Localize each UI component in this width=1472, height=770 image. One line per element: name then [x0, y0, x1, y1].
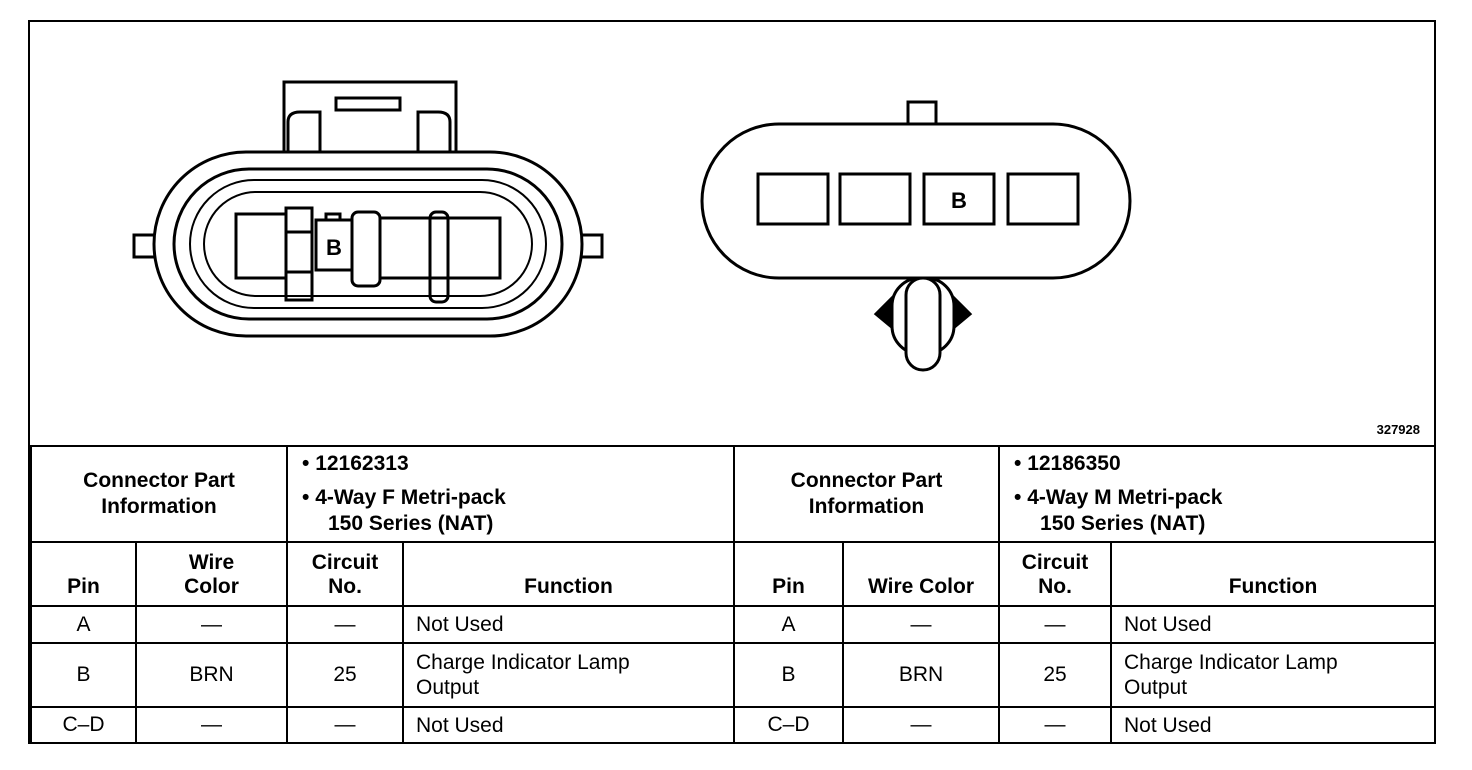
pin-cell: C–D: [30, 706, 137, 744]
connector-drawings: B B: [132, 80, 1132, 372]
connector1-part-info: • 12162313 • 4-Way F Metri-pack 150 Seri…: [285, 445, 736, 543]
function-cell: Not Used: [401, 706, 736, 744]
wire-color-cell: BRN: [135, 642, 288, 708]
table-row: C–D — — Not Used C–D — — Not Used: [30, 706, 1437, 744]
col-function-header: Function: [401, 541, 736, 607]
male-pin-b-label: B: [951, 188, 967, 213]
circuit-cell: —: [998, 605, 1113, 644]
female-connector-drawing: [132, 80, 604, 338]
connector2-info-label: Connector Part Information: [733, 445, 1001, 543]
pin-cell: C–D: [733, 706, 845, 744]
connector-table: Connector Part Information • 12162313 • …: [30, 445, 1437, 744]
connector2-part-info: • 12186350 • 4-Way M Metri-pack 150 Seri…: [998, 445, 1437, 543]
col-pin-header: Pin: [733, 541, 845, 607]
wire-color-cell: BRN: [842, 642, 1001, 708]
wire-color-cell: —: [135, 605, 288, 644]
function-cell: Not Used: [1110, 706, 1437, 744]
circuit-cell: 25: [998, 642, 1113, 708]
circuit-cell: 25: [286, 642, 404, 708]
diagram-frame: B B 327928 Connector Part Information • …: [28, 20, 1437, 744]
col-pin-header: Pin: [30, 541, 137, 607]
table-row: A — — Not Used A — — Not Used: [30, 605, 1437, 644]
circuit-cell: —: [286, 605, 404, 644]
wire-color-cell: —: [842, 605, 1001, 644]
female-pin-b-label: B: [326, 235, 342, 260]
circuit-cell: —: [998, 706, 1113, 744]
connector1-info-label: Connector Part Information: [30, 445, 288, 543]
function-cell: Not Used: [401, 605, 736, 644]
pin-cell: A: [733, 605, 845, 644]
male-connector-drawing: [700, 100, 1132, 372]
wire-color-cell: —: [842, 706, 1001, 744]
circuit-cell: —: [286, 706, 404, 744]
pin-cell: A: [30, 605, 137, 644]
col-wire-color-header: Wire Color: [842, 541, 1001, 607]
col-function-header: Function: [1110, 541, 1437, 607]
wire-color-cell: —: [135, 706, 288, 744]
pin-cell: B: [733, 642, 845, 708]
pin-cell: B: [30, 642, 137, 708]
function-cell: Not Used: [1110, 605, 1437, 644]
figure-id: 327928: [1376, 422, 1420, 437]
